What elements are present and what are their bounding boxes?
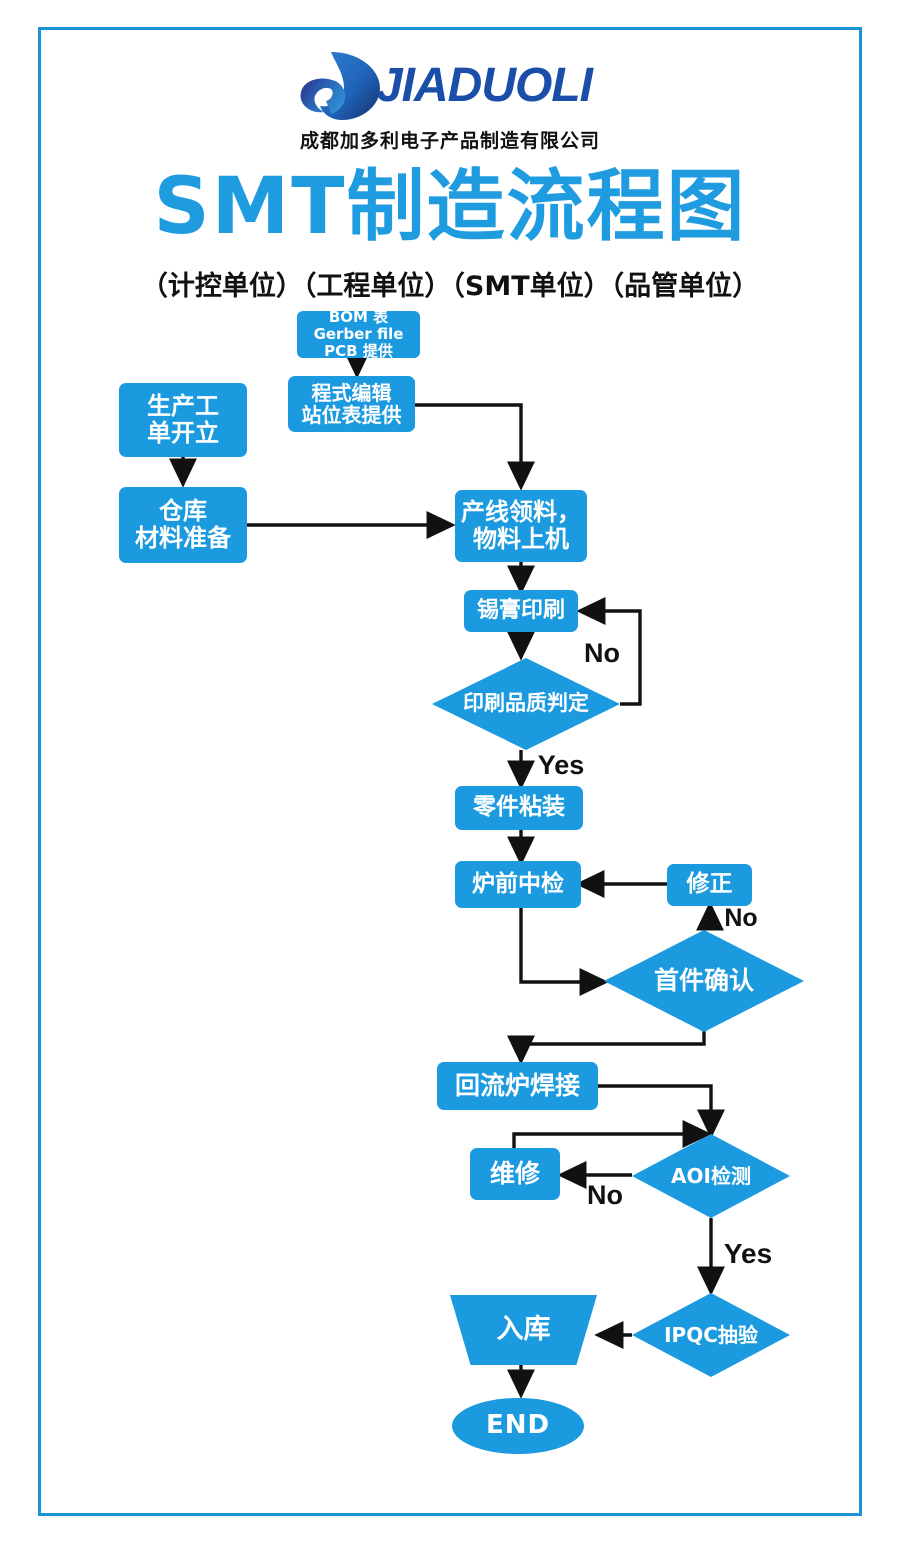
- edge-reflow-to-aoi: [598, 1084, 725, 1139]
- node-stock-in[interactable]: 入库: [450, 1295, 597, 1365]
- node-bom[interactable]: BOM 表 Gerber file PCB 提供: [297, 309, 420, 359]
- brand-wordmark: JIADUOLI: [375, 59, 593, 112]
- node-fix[interactable]: 修正: [667, 864, 752, 906]
- company-name: 成都加多利电子产品制造有限公司: [299, 130, 600, 152]
- page-title: SMT制造流程图: [153, 162, 747, 252]
- logo-row: JIADUOLI: [298, 50, 602, 122]
- page-border-frame: [38, 27, 862, 1516]
- node-warehouse-material[interactable]: 仓库 材料准备: [119, 487, 247, 563]
- node-line-pickup[interactable]: 产线领料， 物料上机: [455, 490, 587, 562]
- node-reflow-soldering[interactable]: 回流炉焊接: [437, 1062, 598, 1110]
- node-end[interactable]: END: [452, 1398, 584, 1454]
- node-solder-paste-print[interactable]: 锡膏印刷: [464, 590, 578, 632]
- node-program-edit[interactable]: 程式编辑 站位表提供: [288, 376, 415, 432]
- edge-label-first-no: No: [724, 903, 758, 932]
- edge-label-aoi-yes: Yes: [723, 1238, 773, 1269]
- edge-printjudge-no-to-solderprint: [576, 597, 642, 706]
- node-work-order[interactable]: 生产工 单开立: [119, 383, 247, 457]
- jiaduoli-droplet-logo-icon: [300, 52, 380, 120]
- node-component-placement[interactable]: 零件粘装: [455, 786, 583, 830]
- edge-firstart-to-reflow: [507, 1030, 706, 1065]
- node-repair[interactable]: 维修: [470, 1148, 560, 1200]
- page-subtitle: （计控单位）（工程单位）（SMT单位）（品管单位）: [140, 271, 760, 302]
- edge-label-aoi-no: No: [587, 1179, 623, 1210]
- edge-program-to-pickup: [415, 403, 535, 491]
- edge-repair-to-aoi: [512, 1120, 712, 1148]
- brand-header: JIADUOLI 成都加多利电子产品制造有限公司: [0, 50, 900, 160]
- node-pre-reflow-check[interactable]: 炉前中检: [455, 861, 581, 908]
- edge-label-print-no: No: [584, 637, 620, 668]
- edge-precheck-to-firstart: [519, 908, 609, 996]
- edge-label-print-yes: Yes: [537, 749, 585, 780]
